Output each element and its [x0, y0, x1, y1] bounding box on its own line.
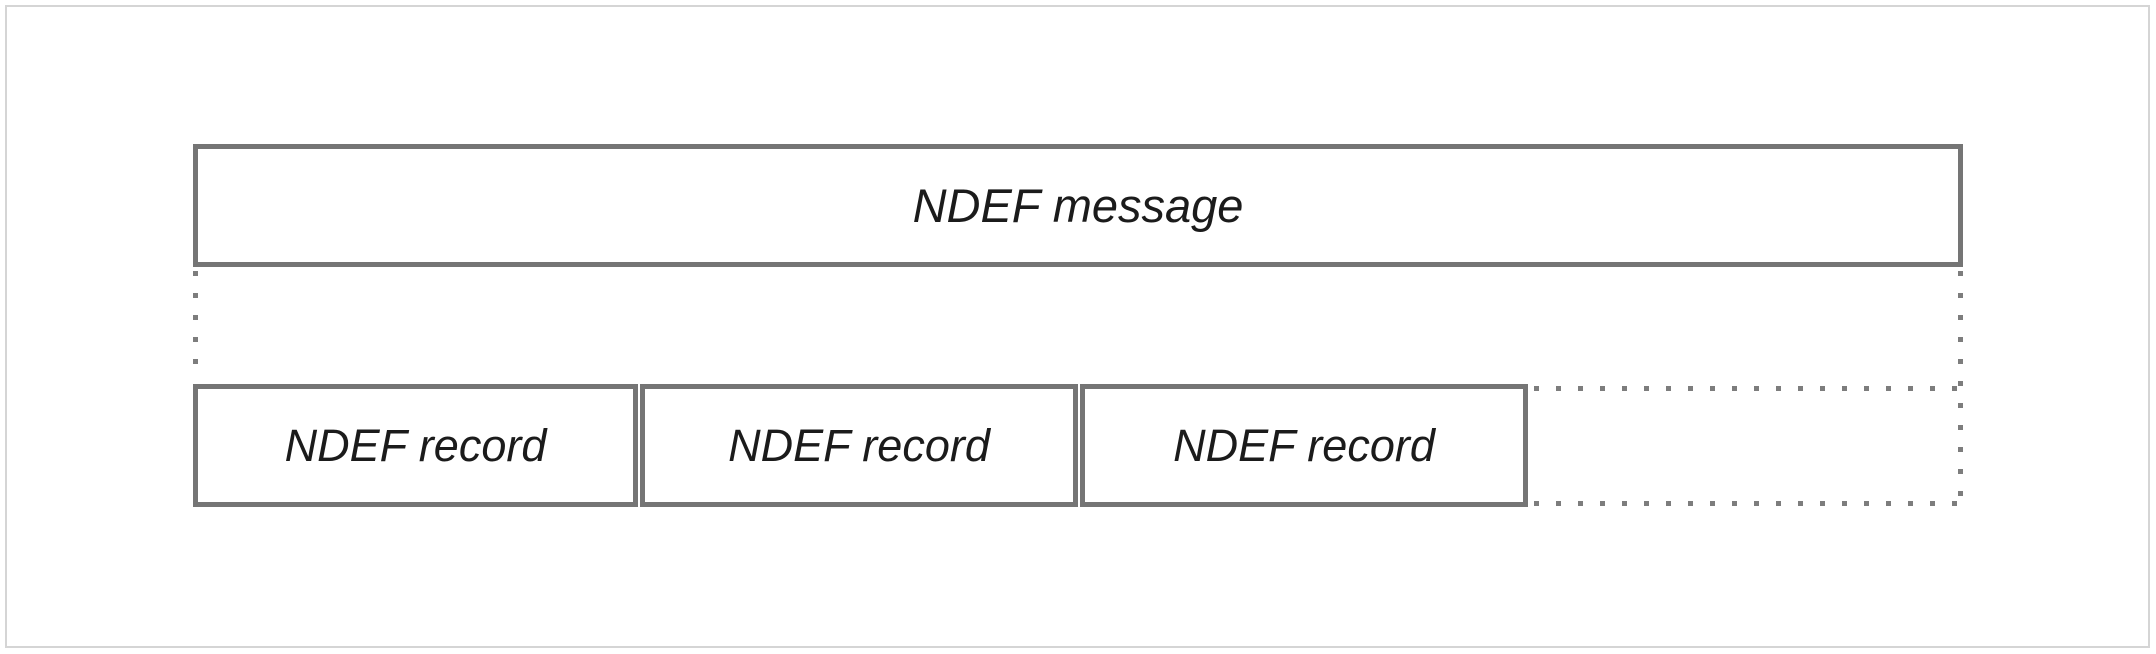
dotted-connector-right [1958, 271, 1963, 506]
dotted-continuation-top [1534, 386, 1958, 391]
ndef-record-box-3: NDEF record [1080, 384, 1528, 507]
ndef-record-box-1: NDEF record [193, 384, 638, 507]
ndef-record-box-2: NDEF record [640, 384, 1078, 507]
ndef-record-label-3: NDEF record [1173, 419, 1435, 471]
ndef-message-box: NDEF message [193, 144, 1963, 267]
outer-frame [5, 5, 2150, 648]
dotted-continuation-bottom [1534, 501, 1958, 506]
ndef-message-label: NDEF message [912, 179, 1244, 232]
ndef-record-label-1: NDEF record [284, 419, 547, 471]
dotted-connector-left [193, 271, 198, 381]
ndef-record-label-2: NDEF record [728, 419, 990, 471]
